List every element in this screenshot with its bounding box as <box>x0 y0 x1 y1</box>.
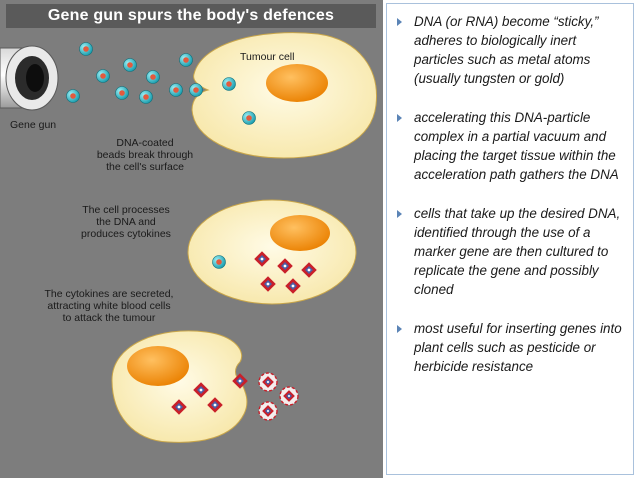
bullet-text-3: cells that take up the desired DNA, iden… <box>414 206 621 297</box>
label-step3-line1: The cytokines are secreted, <box>44 288 174 300</box>
nucleus-stage3 <box>127 346 189 386</box>
label-gene-gun: Gene gun <box>10 119 57 131</box>
label-step2-line1: The cell processes <box>82 204 170 216</box>
gene-gun-diagram: Gene gun spurs the body's defences Gene … <box>0 0 383 478</box>
diagram-title: Gene gun spurs the body's defences <box>6 4 376 28</box>
gene-gun-barrel <box>0 45 59 111</box>
bullet-arrow-icon <box>397 325 402 333</box>
label-step1-line3: the cell's surface <box>106 161 184 173</box>
label-step1-line2: beads break through <box>96 149 194 161</box>
label-step1-line1: DNA-coated <box>116 137 174 149</box>
tumour-cell-stage2 <box>187 199 357 305</box>
bullet-arrow-icon <box>397 210 402 218</box>
diagram-illustration <box>0 32 377 443</box>
bullet-item-2: accelerating this DNA-particle complex i… <box>397 108 625 184</box>
bullet-arrow-icon <box>397 114 402 122</box>
bullet-arrow-icon <box>397 18 402 26</box>
label-step2-line2: the DNA and <box>96 216 156 228</box>
nucleus-stage2 <box>270 215 330 251</box>
label-tumour-cell: Tumour cell <box>240 51 295 63</box>
bullet-list: DNA (or RNA) become “sticky,” adheres to… <box>397 12 625 376</box>
label-step3-line2: attracting white blood cells <box>47 300 171 312</box>
tumour-cell-stage3 <box>111 330 248 443</box>
notes-panel: DNA (or RNA) become “sticky,” adheres to… <box>386 3 634 475</box>
label-step3: The cytokines are secreted, attracting w… <box>14 288 204 324</box>
nucleus-stage1 <box>266 64 328 102</box>
label-step2-line3: produces cytokines <box>81 228 171 240</box>
bullet-text-2: accelerating this DNA-particle complex i… <box>414 110 619 182</box>
label-step3-line3: to attack the tumour <box>62 312 156 324</box>
bullet-item-3: cells that take up the desired DNA, iden… <box>397 204 625 299</box>
white-blood-cells <box>259 373 298 420</box>
bullet-text-1: DNA (or RNA) become “sticky,” adheres to… <box>414 14 599 86</box>
bullet-item-4: most useful for inserting genes into pla… <box>397 319 625 376</box>
bullet-item-1: DNA (or RNA) become “sticky,” adheres to… <box>397 12 625 88</box>
label-step2: The cell processes the DNA and produces … <box>56 204 196 240</box>
label-step1: DNA-coated beads break through the cell'… <box>80 137 210 173</box>
bullet-text-4: most useful for inserting genes into pla… <box>414 321 622 374</box>
